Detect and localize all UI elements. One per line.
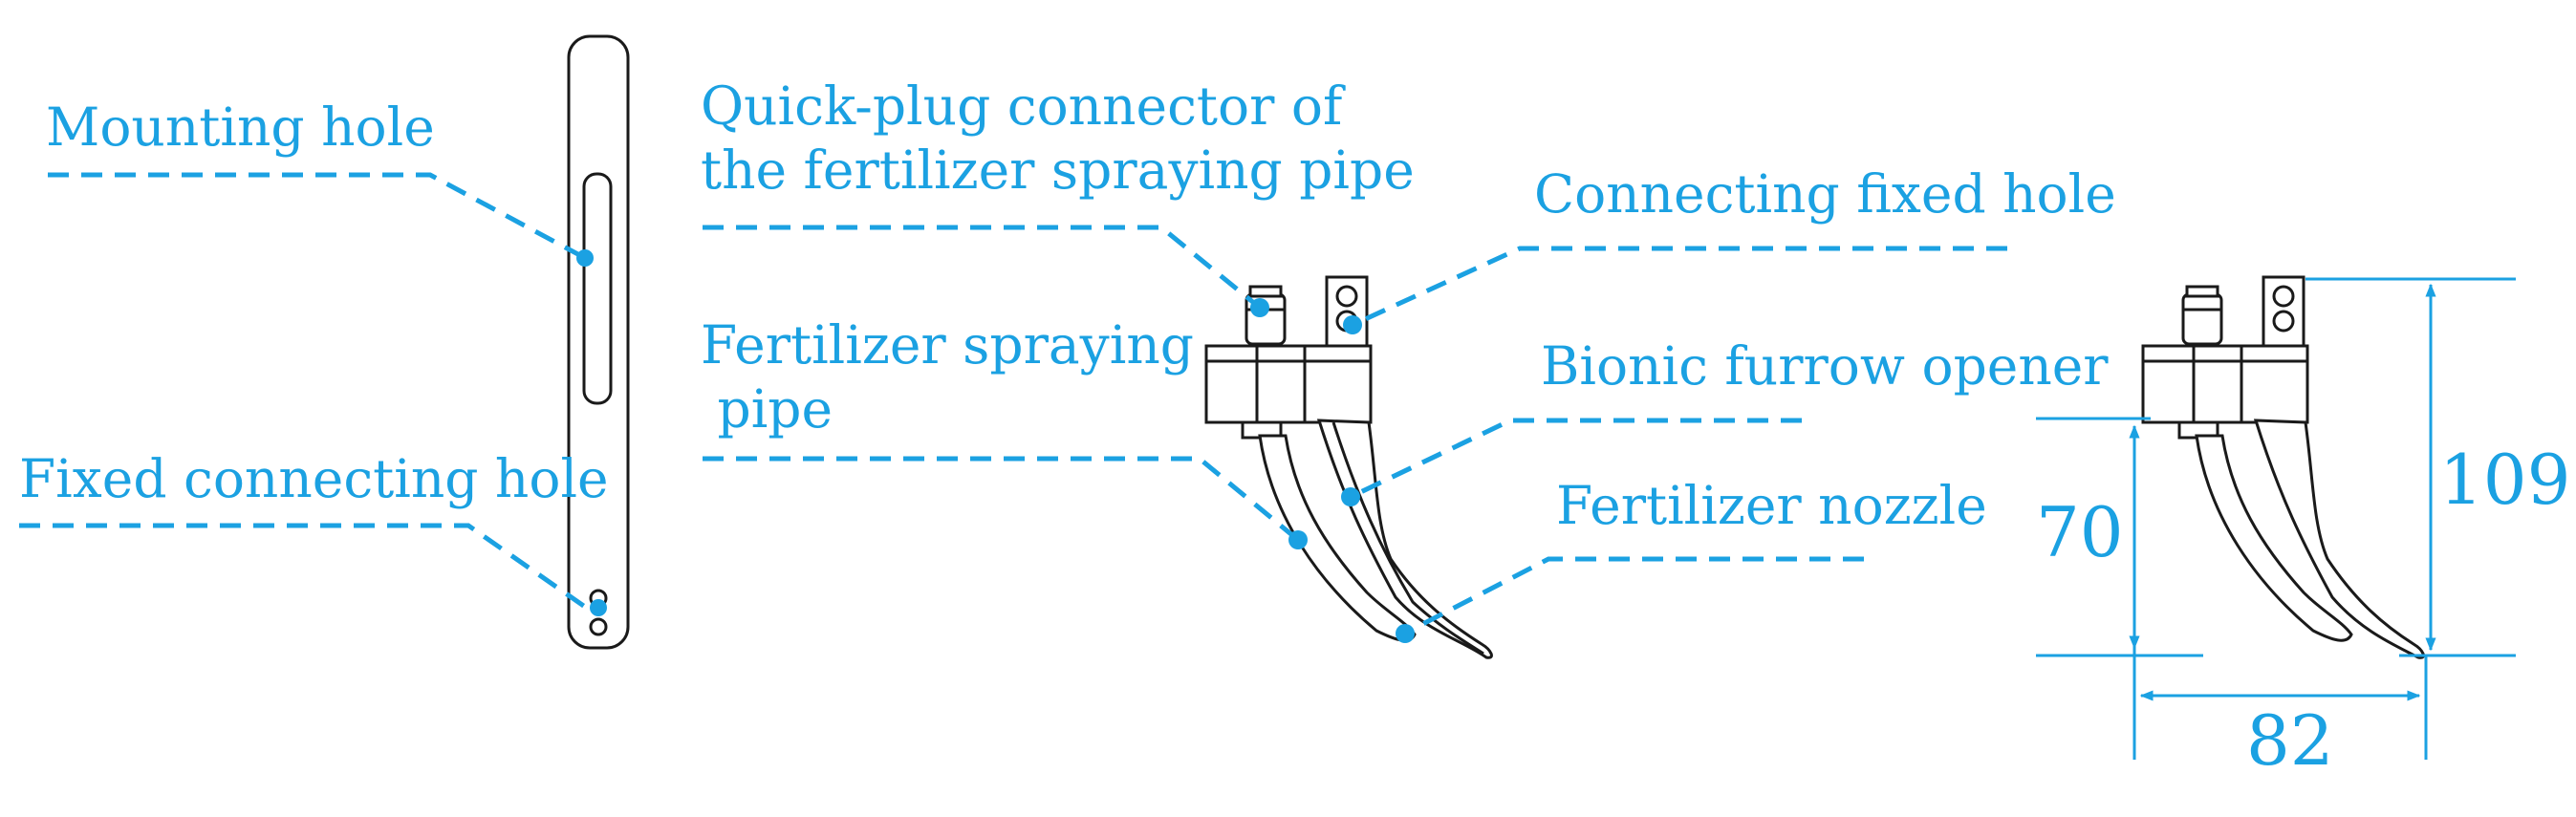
spraying-pipe-dot [1288,530,1308,549]
connecting-hole-bottom [589,617,608,636]
label-spraying-pipe-line2: pipe [701,378,833,440]
label-mounting-hole: Mounting hole [46,97,435,158]
label-bionic-furrow-opener: Bionic furrow opener [1541,335,2109,397]
dimension-109: 109 [2439,440,2570,520]
dimension-70: 70 [2036,492,2124,572]
dimension-82: 82 [2246,700,2334,781]
middle-leaders [703,225,2007,634]
mounting-slot [582,172,613,405]
label-connecting-fixed-hole: Connecting fixed hole [1534,163,2116,225]
label-fixed-connecting-hole: Fixed connecting hole [19,448,609,509]
furrow-opener-blade [1316,419,1493,659]
dimensioned-opener [2141,275,2425,659]
furrow-opener-dot [1341,487,1360,506]
mounting-hole-dot [576,249,594,267]
fixed-hole-dot [590,599,607,616]
label-quick-plug-line1: Quick-plug connector of [701,75,1346,137]
label-spraying-pipe-line1: Fertilizer spraying [701,314,1194,376]
label-fertilizer-nozzle: Fertilizer nozzle [1556,475,1987,536]
connecting-fixed-dot [1343,315,1362,334]
left-leaders [19,172,587,610]
label-quick-plug-line2: the fertilizer spraying pipe [701,140,1415,201]
mounting-plate [567,34,630,650]
nozzle-dot [1396,624,1415,643]
dimension-lines [2036,277,2516,760]
mount-block [1204,344,1373,424]
opener-assembly [1204,275,1493,659]
quick-plug-dot [1250,298,1269,317]
spraying-pipe [1258,434,1417,642]
